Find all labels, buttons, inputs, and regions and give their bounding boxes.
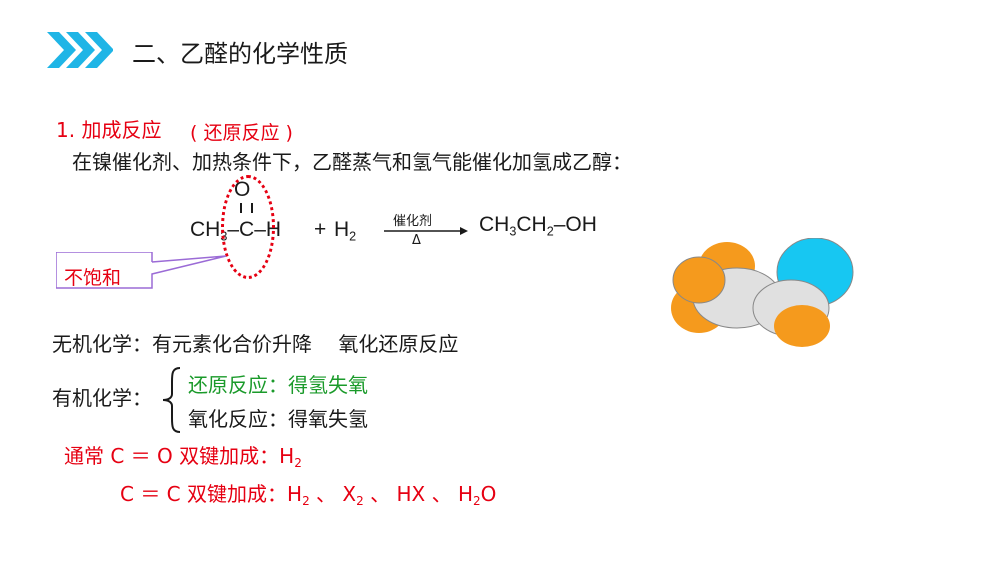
reaction-arrow-icon — [384, 227, 468, 235]
alkene-addition-rule: C ＝ C 双键加成：H2 、 X2 、 HX 、 H2O — [120, 482, 497, 509]
heat-symbol: Δ — [412, 233, 421, 248]
inorganic-note: 无机化学：有元素化合价升降 氧化还原反应 — [52, 332, 459, 356]
carbonyl-highlight-ring — [221, 175, 275, 279]
molecule-model-icon — [671, 238, 854, 347]
organic-label: 有机化学： — [52, 386, 152, 410]
title-chevron-icon — [47, 32, 113, 68]
callout-text: 不饱和 — [64, 267, 122, 289]
carbonyl-addition-rule: 通常 C ＝ O 双键加成：H2 — [64, 444, 302, 471]
callout-box — [56, 252, 227, 289]
reactant-hydrogen: H2 — [334, 218, 357, 244]
page-title: 二、乙醛的化学性质 — [132, 40, 348, 68]
intro-text: 在镍催化剂、加热条件下，乙醛蒸气和氢气能催化加氢成乙醇： — [72, 150, 632, 174]
plus-sign: + — [314, 218, 327, 241]
reduction-definition: 还原反应：得氢失氧 — [188, 373, 368, 397]
section-heading: 1. 加成反应 — [56, 118, 162, 142]
product-ethanol: CH3CH2–OH — [479, 213, 597, 239]
oxidation-definition: 氧化反应：得氧失氢 — [188, 407, 368, 431]
section-heading-note: ( 还原反应 ) — [190, 122, 293, 144]
brace-icon — [162, 367, 181, 433]
catalyst-label: 催化剂 — [393, 214, 433, 229]
